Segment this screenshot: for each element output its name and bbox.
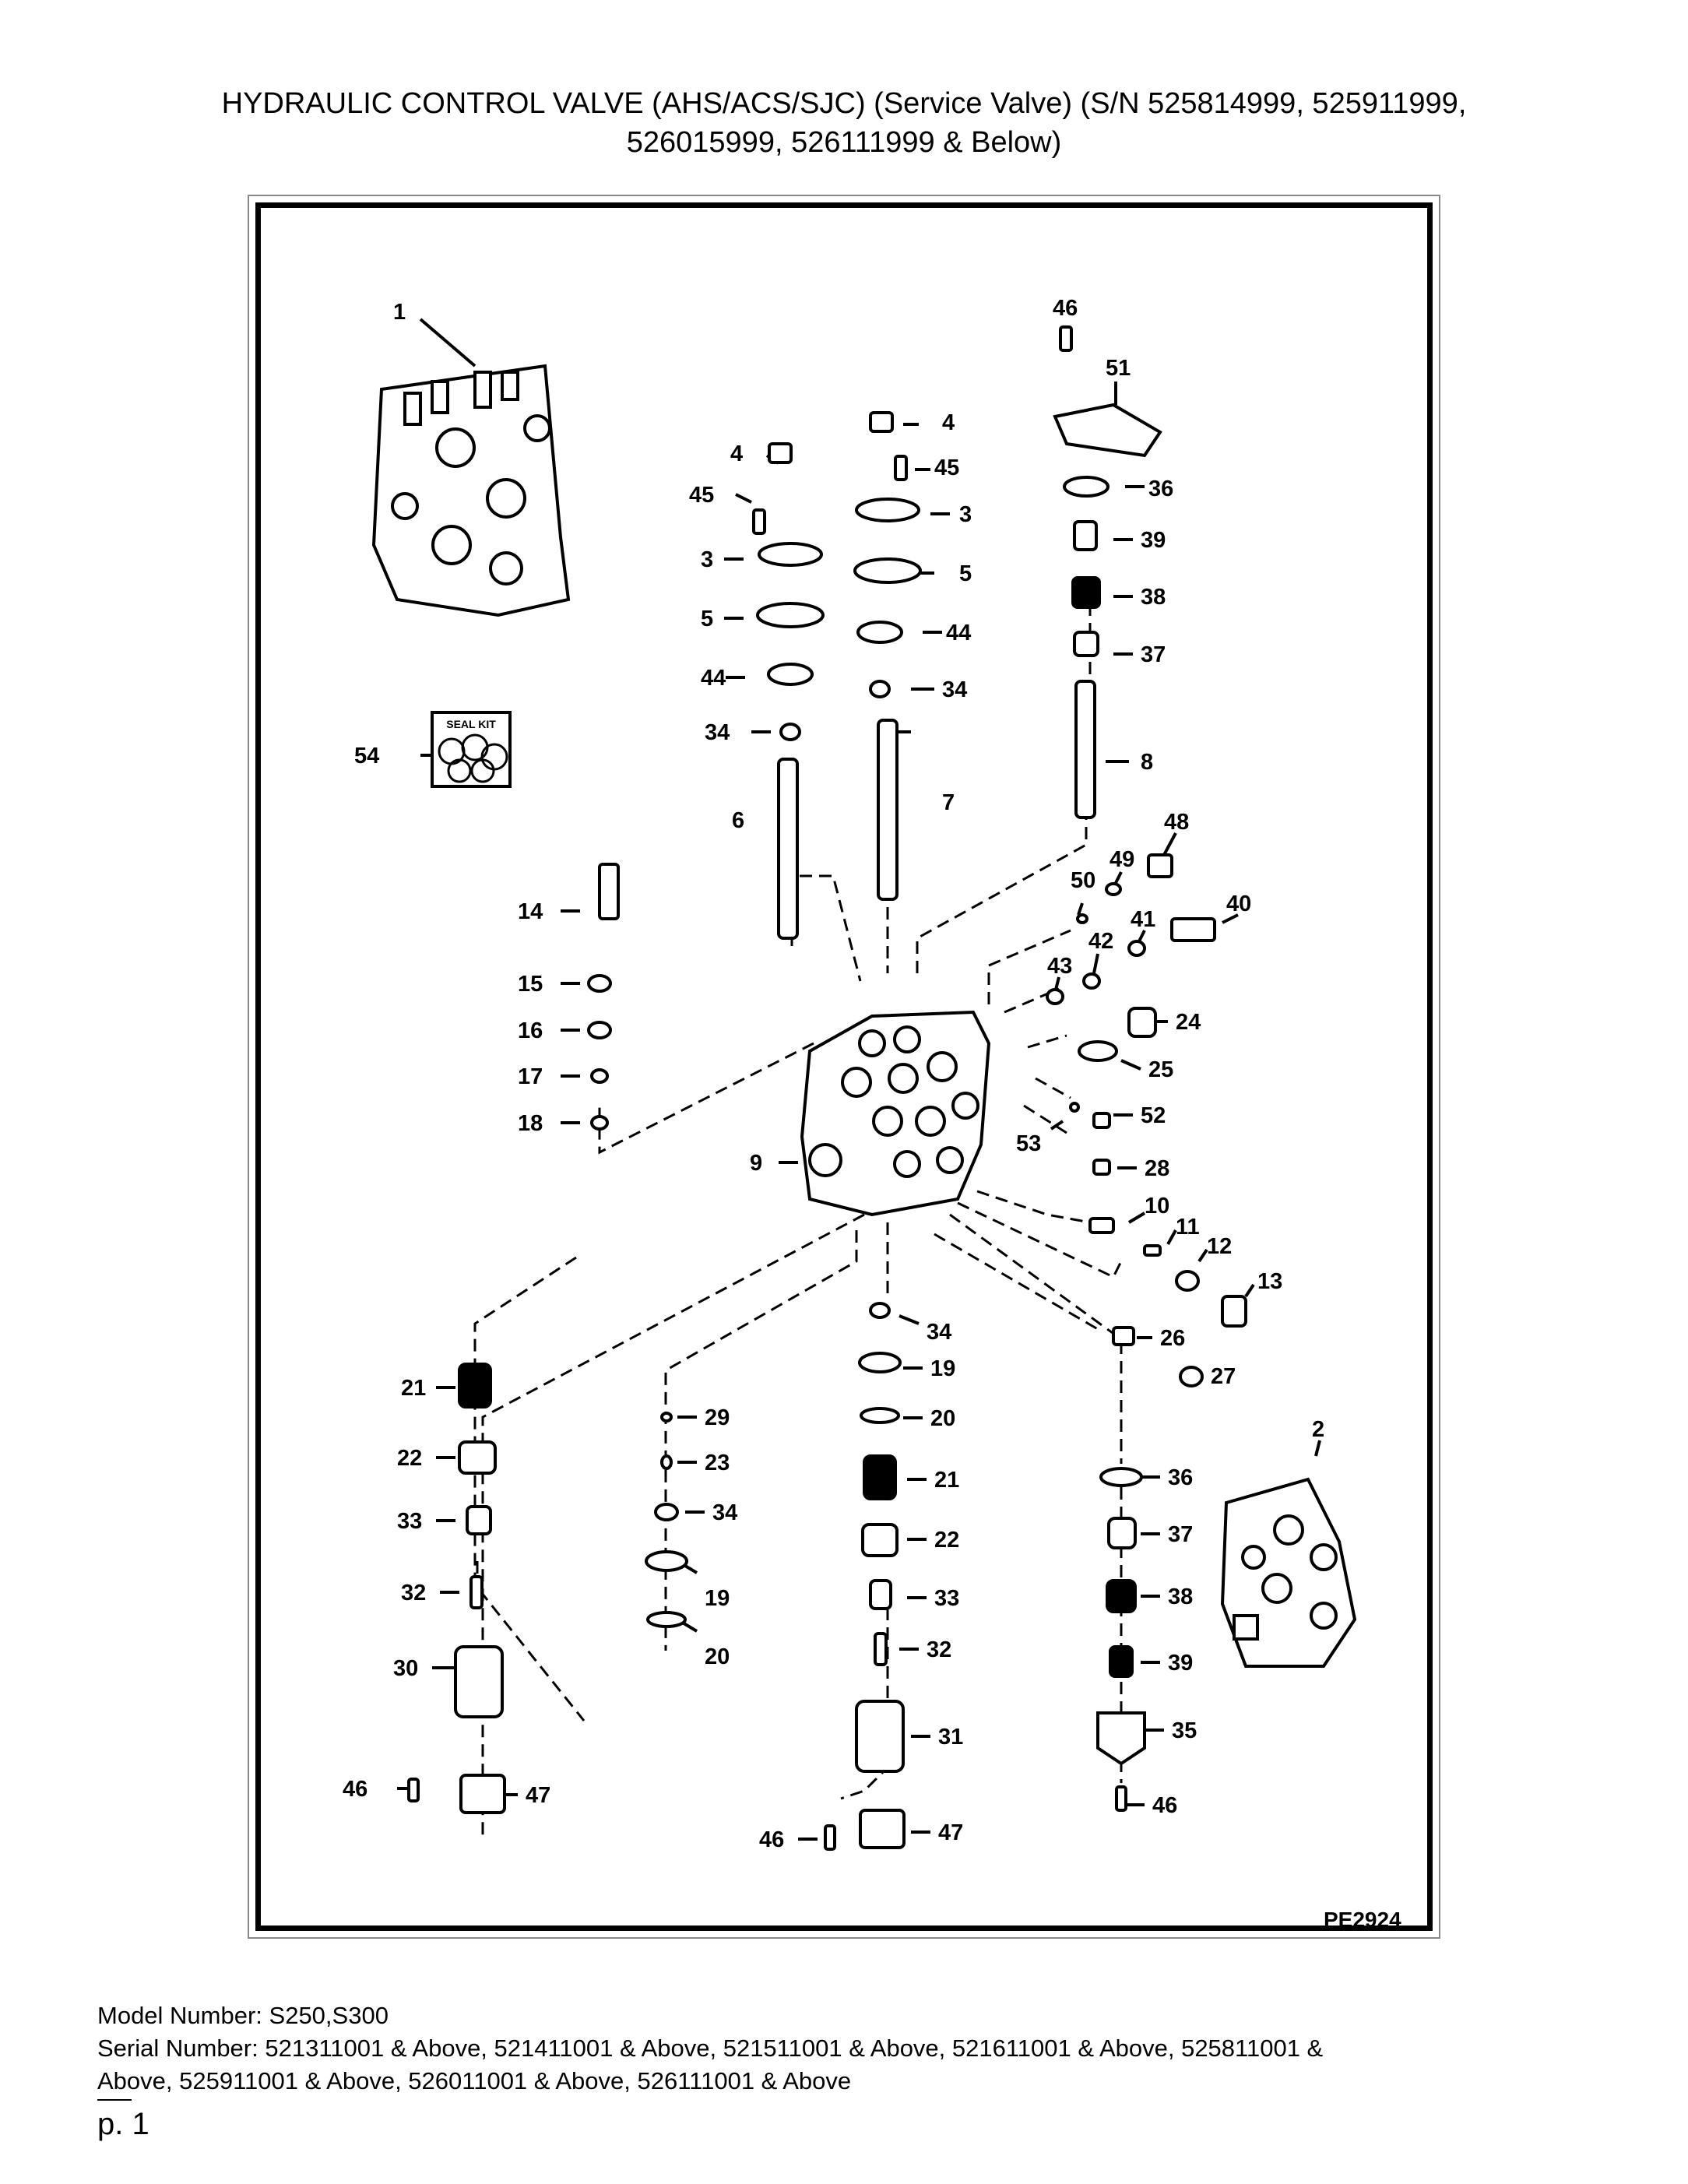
- callout-47b: 47: [938, 1820, 963, 1845]
- spools-and-seals: [407, 325, 1247, 1851]
- callout-33: 33: [397, 1509, 422, 1534]
- callout-44b: 44: [946, 621, 971, 645]
- callout-11: 11: [1176, 1215, 1200, 1240]
- callout-26: 26: [1160, 1326, 1185, 1351]
- callout-20: 20: [930, 1406, 955, 1431]
- valve-body-assembly: [371, 364, 571, 617]
- page-number: p. 1: [97, 2107, 149, 2141]
- callout-34d: 34: [712, 1500, 737, 1525]
- callout-17: 17: [518, 1064, 543, 1089]
- seal-kit-label: SEAL KIT: [446, 718, 496, 730]
- callout-37: 37: [1141, 642, 1166, 667]
- page-footer: Model Number: S250,S300 Serial Number: 5…: [97, 1999, 1323, 2144]
- callout-9: 9: [750, 1151, 762, 1176]
- valve-section-2: [1220, 1477, 1357, 1668]
- callout-43: 43: [1047, 954, 1072, 979]
- callout-3b: 3: [959, 502, 972, 527]
- callout-33b: 33: [934, 1586, 959, 1611]
- callout-23: 23: [705, 1451, 730, 1475]
- callout-30: 30: [393, 1656, 418, 1681]
- callout-29: 29: [705, 1405, 730, 1430]
- callout-38: 38: [1141, 585, 1166, 610]
- callout-12: 12: [1207, 1234, 1232, 1259]
- callout-34c: 34: [927, 1320, 951, 1345]
- callout-47: 47: [526, 1783, 550, 1808]
- callout-41: 41: [1131, 907, 1155, 932]
- callout-39: 39: [1141, 528, 1166, 553]
- callout-10: 10: [1145, 1194, 1169, 1219]
- callout-20b: 20: [705, 1644, 730, 1669]
- callout-15: 15: [518, 972, 543, 997]
- callout-36: 36: [1148, 477, 1173, 501]
- callout-2: 2: [1312, 1417, 1324, 1442]
- callout-50: 50: [1071, 868, 1095, 893]
- callout-31: 31: [938, 1725, 963, 1750]
- callout-8: 8: [1141, 750, 1153, 775]
- title-line-2: 526015999, 526111999 & Below): [626, 126, 1062, 159]
- callout-5b: 5: [959, 561, 972, 586]
- callout-46: 46: [1053, 296, 1078, 321]
- callout-32: 32: [401, 1581, 426, 1605]
- valve-body-9: [800, 1010, 991, 1217]
- callout-28: 28: [1145, 1156, 1169, 1181]
- callout-42: 42: [1088, 929, 1113, 954]
- diagram-callouts: 1 46 51 4 4 45 45 36 3 3 39 5 5 38 44 44…: [343, 296, 1324, 1852]
- callout-34: 34: [705, 720, 730, 745]
- callout-3: 3: [701, 547, 713, 572]
- diagram-frame: [255, 202, 1433, 1931]
- callout-51: 51: [1106, 356, 1131, 381]
- callout-21b: 21: [934, 1468, 959, 1493]
- callout-1: 1: [393, 300, 406, 325]
- callout-5: 5: [701, 607, 713, 631]
- callout-22b: 22: [934, 1528, 959, 1553]
- callout-21: 21: [401, 1376, 426, 1401]
- callout-45b: 45: [934, 455, 959, 480]
- callout-46d: 46: [759, 1827, 784, 1852]
- callout-40: 40: [1226, 892, 1251, 916]
- callout-32b: 32: [927, 1637, 951, 1662]
- title-line-1: HYDRAULIC CONTROL VALVE (AHS/ACS/SJC) (S…: [221, 87, 1467, 120]
- serial-number-line-1: Serial Number: 521311001 & Above, 521411…: [97, 2035, 1324, 2062]
- seal-kit-icon: [438, 733, 508, 783]
- page-title: HYDRAULIC CONTROL VALVE (AHS/ACS/SJC) (S…: [0, 84, 1688, 162]
- diagram-code: PE2924: [1324, 1908, 1401, 1932]
- callout-36b: 36: [1168, 1465, 1193, 1490]
- leader-lines: [397, 318, 1321, 1841]
- callout-38b: 38: [1168, 1584, 1193, 1609]
- callout-46c: 46: [1152, 1793, 1177, 1818]
- callout-7: 7: [942, 790, 955, 815]
- callout-37b: 37: [1168, 1522, 1193, 1547]
- footer-rule: [97, 2099, 132, 2104]
- callout-4: 4: [730, 441, 743, 466]
- callout-6: 6: [732, 808, 744, 833]
- callout-14: 14: [518, 899, 543, 924]
- callout-49: 49: [1110, 847, 1134, 872]
- callout-45: 45: [689, 483, 714, 508]
- callout-52: 52: [1141, 1103, 1166, 1128]
- callout-25: 25: [1148, 1057, 1173, 1082]
- callout-24: 24: [1176, 1010, 1201, 1035]
- callout-46b: 46: [343, 1777, 367, 1802]
- callout-44: 44: [701, 666, 726, 691]
- callout-27: 27: [1211, 1364, 1236, 1389]
- callout-19: 19: [930, 1356, 955, 1381]
- callout-34b: 34: [942, 677, 967, 702]
- callout-13: 13: [1257, 1269, 1282, 1294]
- serial-number-line-2: Above, 525911001 & Above, 526011001 & Ab…: [97, 2067, 852, 2094]
- callout-19b: 19: [705, 1586, 730, 1611]
- callout-39b: 39: [1168, 1651, 1193, 1676]
- diagram-outer-frame: [248, 195, 1440, 1939]
- callout-53: 53: [1016, 1131, 1041, 1156]
- callout-16: 16: [518, 1018, 543, 1043]
- callout-22: 22: [397, 1446, 422, 1471]
- callout-54: 54: [354, 744, 379, 768]
- callout-48: 48: [1164, 810, 1189, 835]
- callout-18: 18: [518, 1111, 543, 1136]
- callout-4b: 4: [942, 410, 955, 435]
- callout-35: 35: [1172, 1718, 1197, 1743]
- model-number: Model Number: S250,S300: [97, 2002, 389, 2029]
